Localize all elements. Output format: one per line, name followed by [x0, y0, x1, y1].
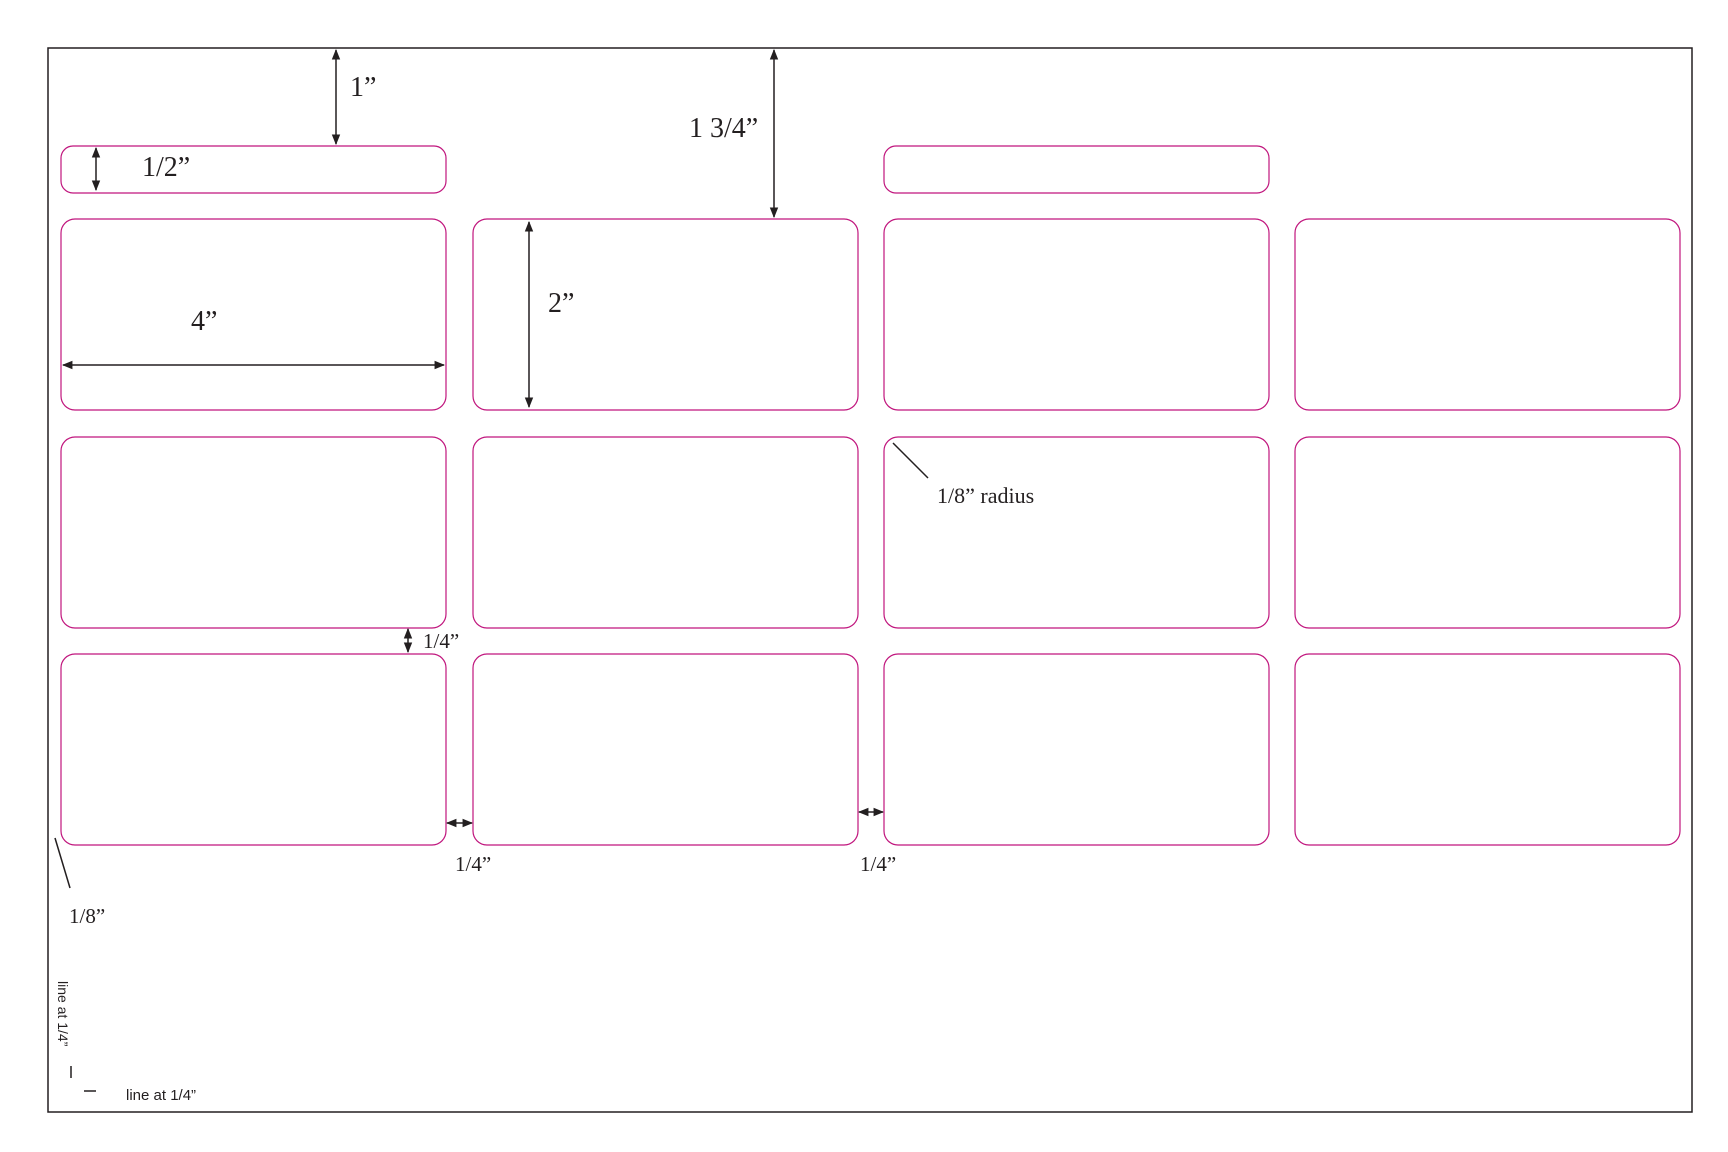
- label-r1-c1: [60, 218, 447, 411]
- row-gap-label: 1/4”: [423, 629, 459, 653]
- vertical-guide-note: line at 1/4”: [55, 981, 71, 1047]
- header-strip-left: [60, 145, 447, 194]
- label-r2-c3: [883, 436, 1270, 629]
- top-margin-label: 1”: [350, 72, 376, 103]
- header-strip-right: [883, 145, 1270, 194]
- label-height-label: 2”: [548, 288, 574, 319]
- label-r3-c3: [883, 653, 1270, 846]
- col-gap-label-2: 1/4”: [860, 852, 896, 876]
- side-margin-label: 1/8”: [69, 904, 105, 928]
- label-r3-c2: [472, 653, 859, 846]
- col-gap-label-1: 1/4”: [455, 852, 491, 876]
- page-border: [47, 47, 1693, 1113]
- label-r1-c2: [472, 218, 859, 411]
- label-r2-c1: [60, 436, 447, 629]
- label-r2-c2: [472, 436, 859, 629]
- strip-height-label: 1/2”: [142, 152, 190, 183]
- label-r2-c4: [1294, 436, 1681, 629]
- horizontal-guide-note: line at 1/4”: [126, 1087, 196, 1104]
- label-r1-c3: [883, 218, 1270, 411]
- radius-leader-line: [892, 442, 929, 479]
- label-r3-c1: [60, 653, 447, 846]
- corner-radius-label: 1/8” radius: [937, 483, 1034, 508]
- label-r1-c4: [1294, 218, 1681, 411]
- side-margin-leader-line: [54, 837, 71, 889]
- strip-offset-label: 1 3/4”: [689, 113, 758, 144]
- label-r3-c4: [1294, 653, 1681, 846]
- label-width-label: 4”: [191, 306, 217, 337]
- label-grid: [60, 218, 1681, 846]
